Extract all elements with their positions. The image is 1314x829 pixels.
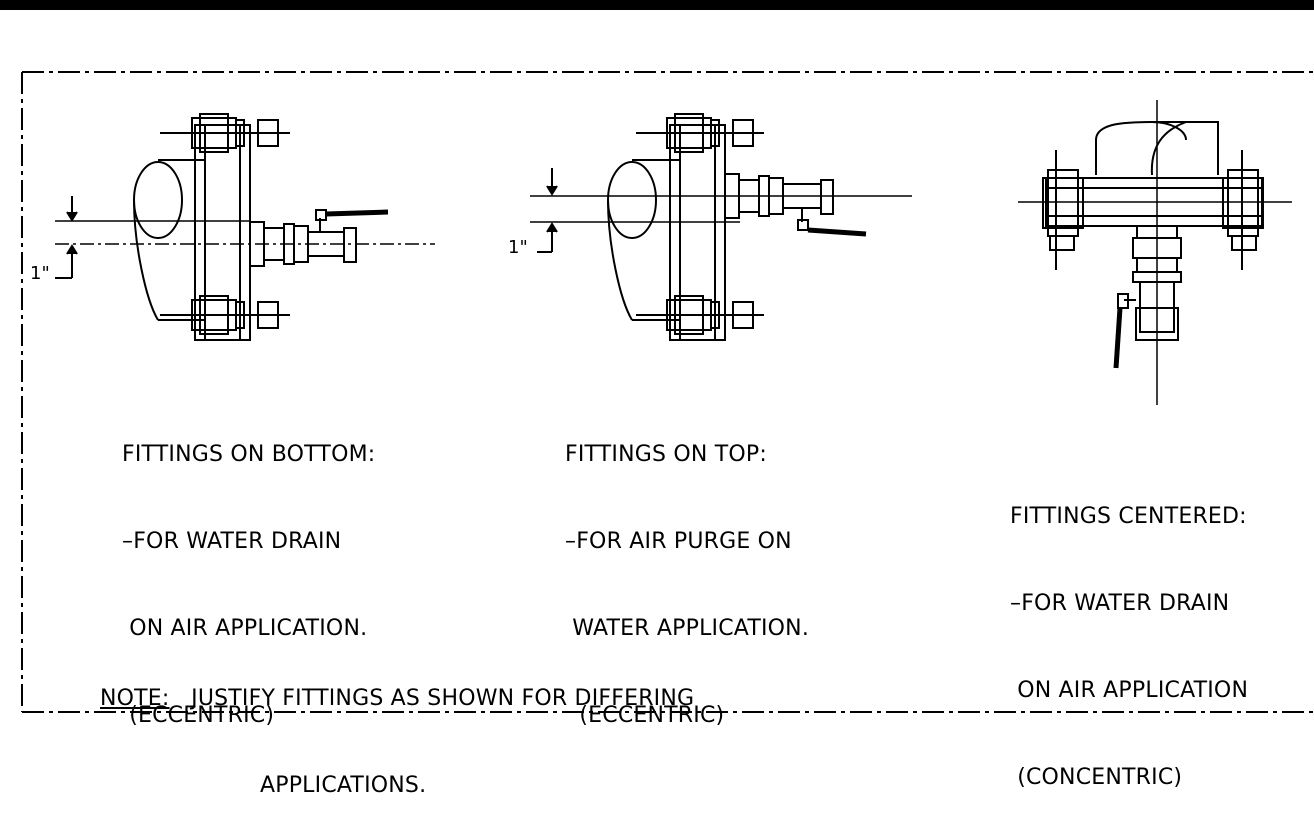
caption-fittings-top: FITTINGS ON TOP: –FOR AIR PURGE ON WATER…: [565, 382, 809, 759]
detail-top-drawing: [530, 113, 912, 341]
note-text-2: APPLICATIONS.: [260, 773, 427, 798]
note-line-2: APPLICATIONS.: [100, 771, 694, 800]
dimension-label-bottom: 1": [30, 263, 50, 284]
caption-fittings-centered: FITTINGS CENTERED: –FOR WATER DRAIN ON A…: [1010, 444, 1248, 821]
note-text: JUSTIFY FITTINGS AS SHOWN FOR DIFFERING: [191, 686, 695, 711]
caption-line: ON AIR APPLICATION: [1010, 678, 1249, 703]
caption-line: FITTINGS CENTERED:: [1010, 504, 1247, 529]
title-border: [0, 0, 1314, 10]
caption-line: –FOR WATER DRAIN: [1010, 591, 1230, 616]
note-label: NOTE:: [100, 686, 170, 711]
caption-line: WATER APPLICATION.: [565, 616, 810, 641]
detail-bottom-drawing: [55, 113, 435, 341]
caption-line: (CONCENTRIC): [1010, 765, 1183, 790]
caption-line: FITTINGS ON BOTTOM:: [122, 442, 376, 467]
detail-frame: [21, 71, 1314, 713]
caption-line: FITTINGS ON TOP:: [565, 442, 767, 467]
dimension-label-top: 1": [508, 237, 528, 258]
detail-centered-drawing: [1018, 100, 1292, 405]
note-block: NOTE: JUSTIFY FITTINGS AS SHOWN FOR DIFF…: [100, 626, 694, 829]
note-line-1: NOTE: JUSTIFY FITTINGS AS SHOWN FOR DIFF…: [100, 684, 694, 713]
drawing-canvas: [21, 71, 1314, 713]
caption-line: –FOR AIR PURGE ON: [565, 529, 792, 554]
caption-line: ON AIR APPLICATION.: [122, 616, 368, 641]
caption-line: –FOR WATER DRAIN: [122, 529, 342, 554]
